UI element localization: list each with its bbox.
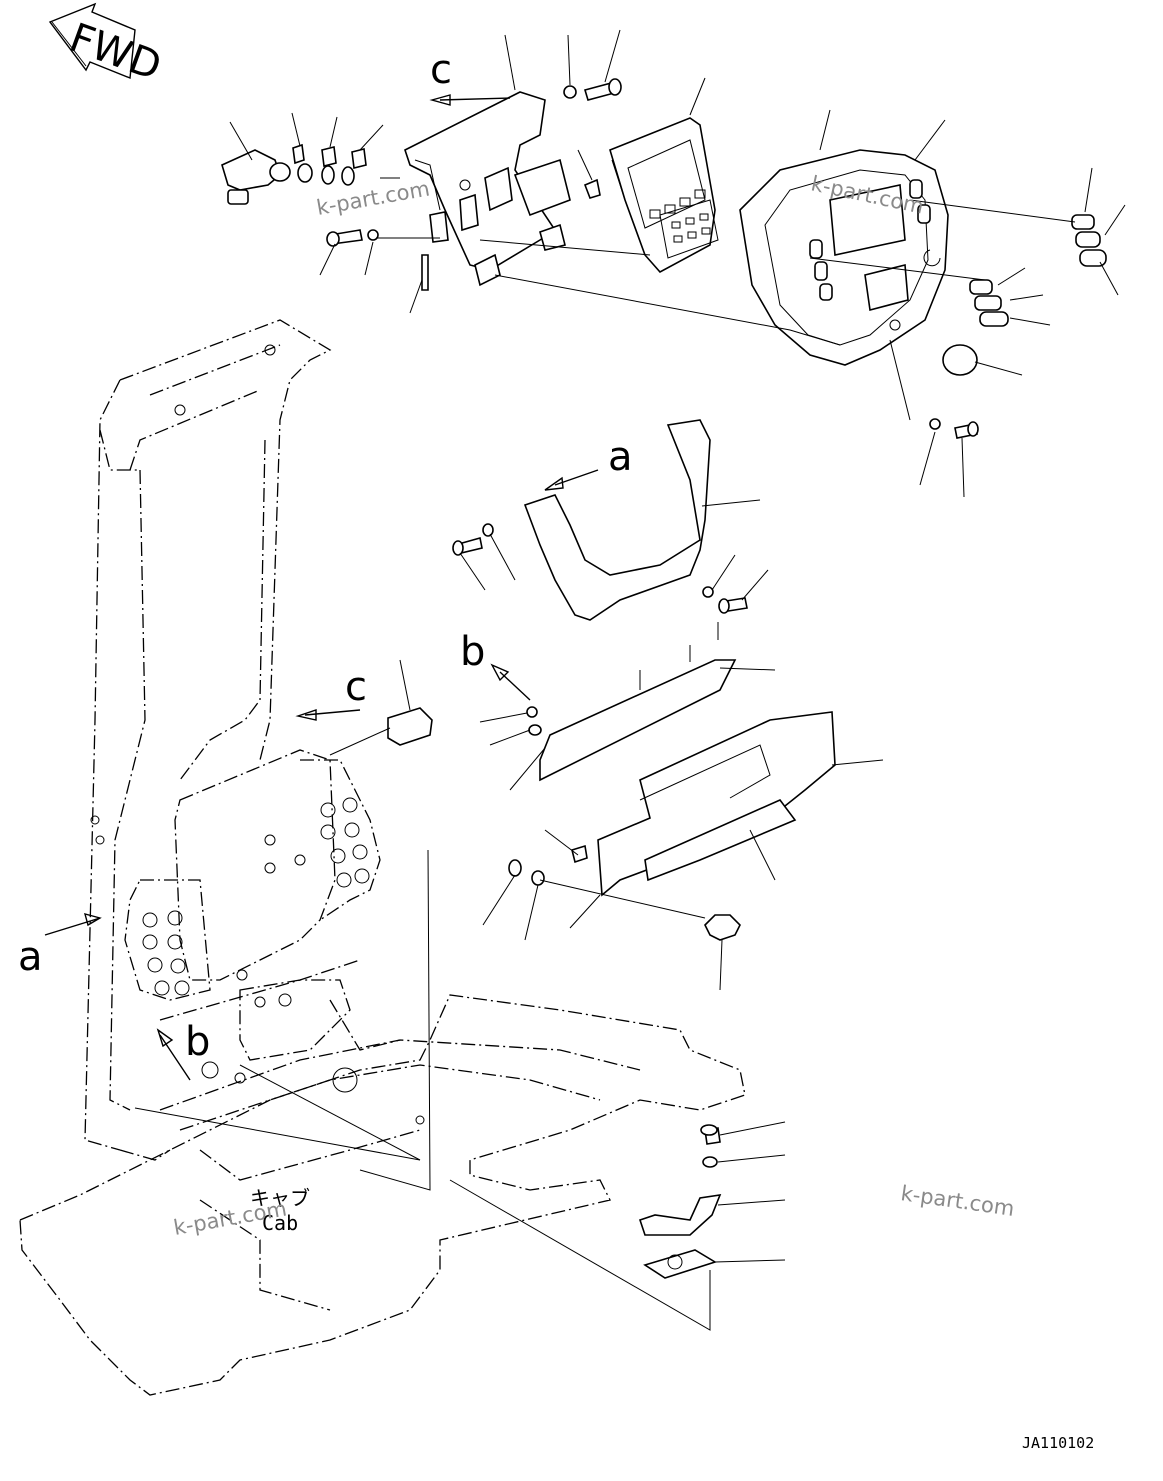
cab-label-english: Cab [262,1211,298,1235]
controller-bracket [404,91,571,287]
view-label-a-left: a [18,934,43,980]
panel-strip [539,622,737,782]
cover-plug [942,344,978,376]
view-label-b-mid: b [460,629,485,675]
fwd-arrow: FWD [48,2,167,90]
leader-lines [134,29,1126,1331]
view-arrows [44,94,599,1081]
console-holes [90,344,425,1125]
bottom-bracket [638,1194,722,1279]
watermark-4: k-part.com [899,1181,1016,1221]
drawing-code: JA110102 [1022,1434,1094,1452]
view-label-a-top: a [608,434,633,480]
fwd-label: FWD [64,15,167,90]
key-switch [221,143,367,205]
fasteners [326,78,979,1168]
connector [387,707,433,746]
view-label-c-top: c [430,47,452,93]
view-label-b-left: b [185,1019,210,1065]
cab-frame [19,319,746,1396]
view-label-c-mid: c [345,664,367,710]
watermark-1: k-part.com [315,176,432,219]
instrument-cover [739,149,949,366]
monitor-unit [609,117,719,274]
switch-caps [969,214,1107,327]
cab-label-japanese: キャブ [250,1186,310,1210]
side-trim-panel [597,711,836,897]
knob [704,914,741,941]
lower-dash-cover [523,419,711,621]
